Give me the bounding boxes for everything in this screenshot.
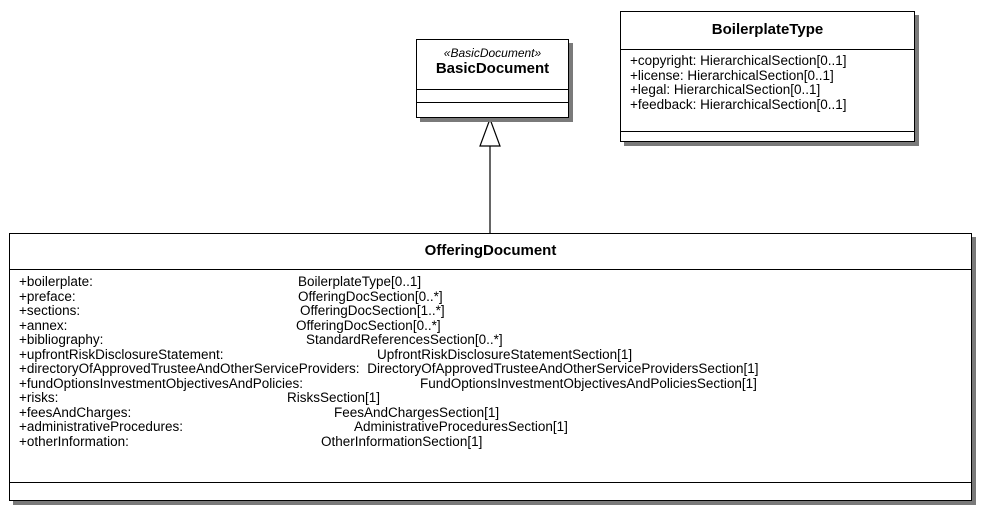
attribute-name: +preface:	[19, 288, 76, 304]
offering-document-name: OfferingDocument	[424, 242, 557, 259]
attribute-type: RisksSection[1]	[287, 390, 381, 405]
attribute-name: +fundOptionsInvestmentObjectivesAndPolic…	[19, 375, 304, 391]
attribute-type: StandardReferencesSection[0..*]	[306, 332, 503, 347]
offering-attribute: +upfrontRiskDisclosureStatement: Upfront…	[19, 346, 971, 363]
generalization-arrowhead	[479, 117, 501, 147]
offering-attribute: +sections: OfferingDocSection[1..*]	[19, 303, 971, 319]
offering-attribute: +administrativeProcedures: Administrativ…	[19, 419, 971, 435]
offering-attribute: +directoryOfApprovedTrusteeAndOtherServi…	[19, 361, 971, 377]
offering-document-operations	[10, 483, 971, 500]
offering-document-class[interactable]: OfferingDocument +boilerplate: Boilerpla…	[9, 233, 972, 501]
boilerplate-attribute: +copyright: HierarchicalSection[0..1]	[630, 53, 847, 68]
offering-attribute: +otherInformation: OtherInformationSecti…	[19, 433, 971, 450]
boilerplate-type-operations	[621, 132, 914, 141]
boilerplate-attribute: +feedback: HierarchicalSection[0..1]	[630, 96, 847, 112]
offering-attribute: +preface: OfferingDocSection[0..*]	[19, 288, 971, 305]
basic-document-header: «BasicDocument» BasicDocument	[417, 40, 568, 90]
basic-document-operations	[417, 103, 568, 116]
attribute-type: DirectoryOfApprovedTrusteeAndOtherServic…	[367, 361, 759, 376]
attribute-name: +annex:	[19, 317, 68, 333]
offering-attribute: +bibliography: StandardReferencesSection…	[19, 332, 971, 348]
offering-document-attributes: +boilerplate: BoilerplateType[0..1] +pre…	[10, 270, 971, 483]
attribute-type: BoilerplateType[0..1]	[298, 274, 422, 289]
attribute-type: OfferingDocSection[0..*]	[296, 317, 441, 333]
basic-document-class[interactable]: «BasicDocument» BasicDocument	[416, 39, 569, 118]
offering-attribute: +feesAndCharges: FeesAndChargesSection[1…	[19, 404, 971, 421]
basic-document-name: BasicDocument	[435, 60, 550, 77]
boilerplate-type-class[interactable]: BoilerplateType +copyright: Hierarchical…	[620, 11, 915, 142]
attribute-type: FeesAndChargesSection[1]	[334, 404, 500, 420]
boilerplate-type-name: BoilerplateType	[711, 21, 824, 38]
basic-document-stereotype: «BasicDocument»	[443, 46, 542, 60]
boilerplate-attribute: +legal: HierarchicalSection[0..1]	[630, 82, 821, 97]
boilerplate-type-attributes: +copyright: HierarchicalSection[0..1] +l…	[621, 50, 914, 132]
offering-attribute: +annex: OfferingDocSection[0..*]	[19, 317, 971, 334]
attribute-name: +administrativeProcedures:	[19, 419, 183, 434]
offering-attribute: +fundOptionsInvestmentObjectivesAndPolic…	[19, 375, 971, 392]
attribute-type: FundOptionsInvestmentObjectivesAndPolici…	[420, 375, 757, 391]
attribute-name: +otherInformation:	[19, 433, 129, 449]
attribute-type: AdministrativeProceduresSection[1]	[354, 419, 568, 434]
basic-document-attributes	[417, 90, 568, 103]
offering-document-header: OfferingDocument	[10, 234, 971, 270]
offering-attribute: +risks: RisksSection[1]	[19, 390, 971, 406]
attribute-name: +upfrontRiskDisclosureStatement:	[19, 346, 224, 362]
boilerplate-attribute: +license: HierarchicalSection[0..1]	[630, 67, 834, 83]
attribute-name: +bibliography:	[19, 332, 104, 347]
attribute-name: +feesAndCharges:	[19, 404, 132, 420]
offering-attribute: +boilerplate: BoilerplateType[0..1]	[19, 274, 971, 290]
attribute-type: OfferingDocSection[0..*]	[298, 288, 443, 304]
attribute-type: UpfrontRiskDisclosureStatementSection[1]	[377, 346, 633, 362]
attribute-type: OfferingDocSection[1..*]	[300, 303, 445, 318]
attribute-type: OtherInformationSection[1]	[321, 433, 483, 449]
attribute-name: +boilerplate:	[19, 274, 93, 289]
boilerplate-type-header: BoilerplateType	[621, 12, 914, 50]
attribute-name: +directoryOfApprovedTrusteeAndOtherServi…	[19, 361, 360, 376]
attribute-name: +sections:	[19, 303, 81, 318]
attribute-name: +risks:	[19, 390, 59, 405]
